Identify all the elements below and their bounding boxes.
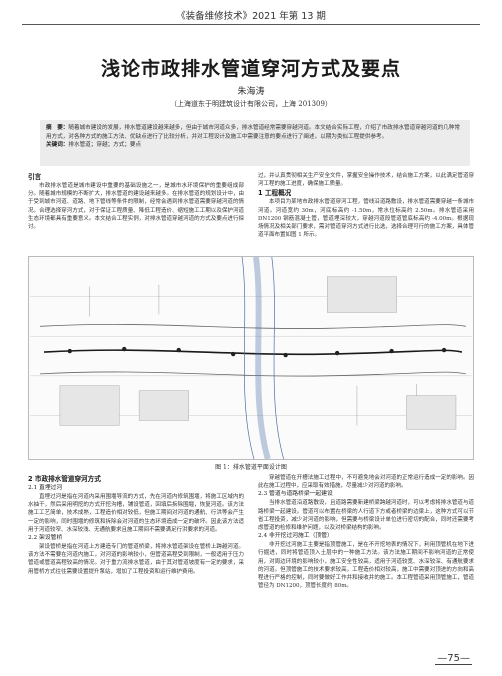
river-channel (253, 257, 271, 459)
abstract-box: 摘 要：随着城市建设的发展，排水管道建设越来越多，但由于城市河道众多，排水管道经… (40, 120, 470, 166)
section-2-1-heading: 2.1 直埋过河 (28, 485, 63, 491)
abstract-text: 随着城市建设的发展，排水管道建设越来越多，但由于城市河道众多，排水管道经常需要穿… (46, 125, 460, 140)
section-2-2-heading: 2.2 架设管桥 (28, 535, 63, 542)
header-rule (22, 24, 480, 25)
road-edge-top (40, 323, 466, 329)
intro-continuation: 过，并认真贯彻相关生产安全文件，掌握安全操作技术，结合施工方案，以此满足管道穿河… (258, 173, 474, 188)
overview-column: 过，并认真贯彻相关生产安全文件，掌握安全操作技术，结合施工方案，以此满足管道穿河… (258, 172, 474, 254)
article-title: 浅论市政排水管道穿河方式及要点 (100, 58, 401, 80)
section-2-3-heading: 2.3 管道与道路桥梁一起建设 (258, 491, 333, 498)
journal-header: 《装备维修技术》2021 年第 13 期 (176, 11, 326, 22)
page-number: —75— (435, 653, 472, 665)
intro-paragraph: 市政排水管道是城市建设中重要的基础设施之一，是城市水环境保护的重要组成部分。随着… (28, 183, 244, 231)
section-2-right-lead: 穿越管道在开槽法施工过程中，不可避免地会对河道的正常运行造成一定的影响。因此在施… (258, 475, 474, 490)
author-affiliation: （上海道东于明建筑设计有限公司，上海 201309） (170, 100, 332, 108)
pipeline-plan-figure (28, 256, 474, 460)
road-edge-bottom (40, 371, 466, 377)
section-1-paragraph: 本项目为某地市政排水管道穿河工程，管线沿道路敷设，排水管道需要穿越一条城市河道。… (258, 199, 474, 239)
section-2-4-heading: 2.4 非开挖过河施工（顶管） (258, 533, 333, 540)
section-2-4-paragraph: 非开挖过河施工主要是指顶管施工，是在不开挖地表的情况下，利用顶管机在地下进行掘进… (258, 542, 474, 590)
section-2-3-paragraph: 当排水管道沿道路敷设，且道路需要新建桥梁跨越河道时，可以考虑将排水管道与道路桥梁… (258, 500, 474, 532)
section-2-2-paragraph: 架设管桥是指在河道上方建造专门的管道桥梁，将排水管道架设在管桥上跨越河道。该方法… (28, 544, 244, 575)
methods-left-column: 2 市政排水管道穿河方式 2.1 直埋过河 直埋过河是指在河道内采用围堰导流的方… (28, 474, 244, 650)
section-2-heading: 2 市政排水管道穿河方式 (28, 475, 101, 483)
author-name: 朱海涛 (237, 87, 265, 97)
abstract-label: 摘 要： (46, 125, 69, 131)
plan-drawing (30, 257, 472, 459)
section-1-heading: 1 工程概况 (258, 189, 292, 198)
intro-heading: 引言 (28, 173, 42, 181)
keywords-text: 排水管道；穿越；方式；要点 (68, 142, 142, 149)
methods-right-column: 穿越管道在开槽法施工过程中，不可避免地会对河道的正常运行造成一定的影响。因此在施… (258, 474, 474, 650)
keywords-label: 关键词： (46, 142, 69, 149)
section-2-1-paragraph: 直埋过河是指在河道内采用围堰导流的方式，先在河道内修筑围堰，将施工区域内的水抽干… (28, 494, 244, 533)
intro-column: 引言 市政排水管道是城市建设中重要的基础设施之一，是城市水环境保护的重要组成部分… (28, 172, 244, 254)
figure-caption: 图 1：排水管道平面设计图 (215, 464, 287, 471)
